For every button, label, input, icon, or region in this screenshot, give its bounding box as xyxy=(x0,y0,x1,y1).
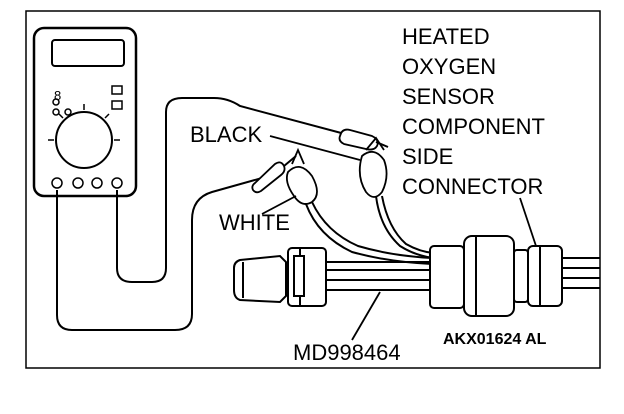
callout-title-line-2: OXYGEN xyxy=(402,54,497,79)
black-clip xyxy=(358,136,388,198)
tool-leader xyxy=(351,291,381,341)
multimeter xyxy=(32,26,138,198)
harness-bundle xyxy=(326,261,430,291)
tool-label: MD998464 xyxy=(293,340,401,365)
black-label: BLACK xyxy=(190,122,263,147)
jack-com xyxy=(51,177,63,189)
jack xyxy=(72,177,84,189)
harness-connector-left xyxy=(233,247,327,307)
callout-title-line-6: CONNECTOR xyxy=(402,174,544,199)
multimeter-range-glyph: 8 xyxy=(54,88,61,103)
jack xyxy=(91,177,103,189)
jack-v-ohm xyxy=(111,177,123,189)
callout-title-line-5: SIDE xyxy=(402,144,454,169)
black-lead xyxy=(116,97,346,283)
test-leads xyxy=(56,97,346,331)
white-label: WHITE xyxy=(219,210,290,235)
figure-frame xyxy=(25,10,601,369)
white-clip xyxy=(285,147,318,205)
multimeter-display xyxy=(51,39,125,67)
figure-code: AKX01624 AL xyxy=(443,331,547,348)
component-side-connector xyxy=(527,245,600,307)
multimeter-rotary-dial xyxy=(55,111,113,169)
multimeter-body xyxy=(32,26,138,198)
callout-title-line-3: SENSOR xyxy=(402,84,495,109)
black-leader xyxy=(269,135,361,161)
leader-lines xyxy=(261,135,537,341)
white-leader xyxy=(261,195,297,215)
callout-title-line-1: HEATED xyxy=(402,24,490,49)
white-lead xyxy=(56,177,263,331)
callout-title-line-4: COMPONENT xyxy=(402,114,545,139)
black-probe xyxy=(338,128,389,151)
connector-leader xyxy=(519,197,537,247)
multimeter-button xyxy=(111,100,123,110)
multimeter-button xyxy=(111,85,123,95)
harness-connector-middle xyxy=(429,235,529,317)
